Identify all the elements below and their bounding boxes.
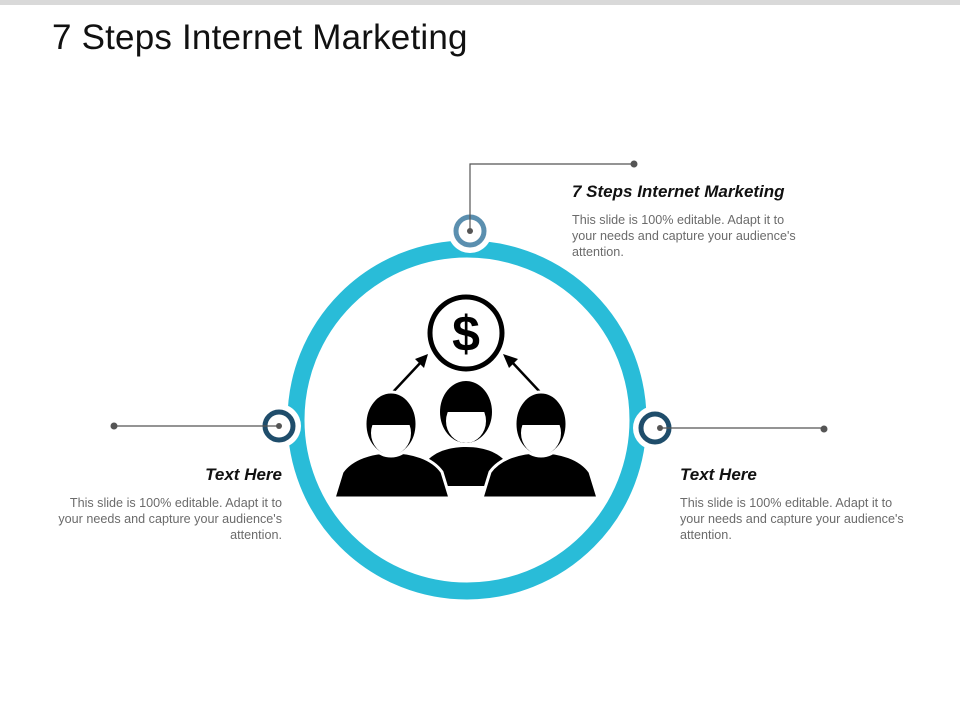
top-divider-bar	[0, 0, 960, 5]
text-block-left-heading: Text Here	[205, 465, 282, 484]
text-block-right-body: This slide is 100% editable. Adapt it to…	[680, 496, 904, 542]
arrow-right-icon	[503, 354, 541, 393]
text-block-top-body: This slide is 100% editable. Adapt it to…	[572, 213, 796, 259]
connector-right-end-dot	[820, 425, 828, 433]
text-block-right-heading: Text Here	[680, 465, 757, 484]
connector-left-end-dot	[110, 422, 118, 430]
page-title: 7 Steps Internet Marketing	[52, 18, 468, 57]
text-block-right: Text Here This slide is 100% editable. A…	[680, 465, 910, 543]
svg-text:$: $	[452, 306, 480, 362]
text-block-left: Text Here This slide is 100% editable. A…	[52, 465, 282, 543]
connector-top	[469, 163, 634, 231]
text-block-left-body: This slide is 100% editable. Adapt it to…	[58, 496, 282, 542]
people-with-dollar-icon: $	[331, 294, 601, 500]
connector-top-end-dot	[630, 160, 638, 168]
text-block-top: 7 Steps Internet Marketing This slide is…	[572, 182, 802, 260]
person-left	[331, 390, 453, 500]
dollar-icon: $	[427, 294, 505, 372]
text-block-top-heading: 7 Steps Internet Marketing	[572, 182, 785, 201]
arrow-left-icon	[392, 354, 428, 393]
person-right	[479, 390, 601, 500]
